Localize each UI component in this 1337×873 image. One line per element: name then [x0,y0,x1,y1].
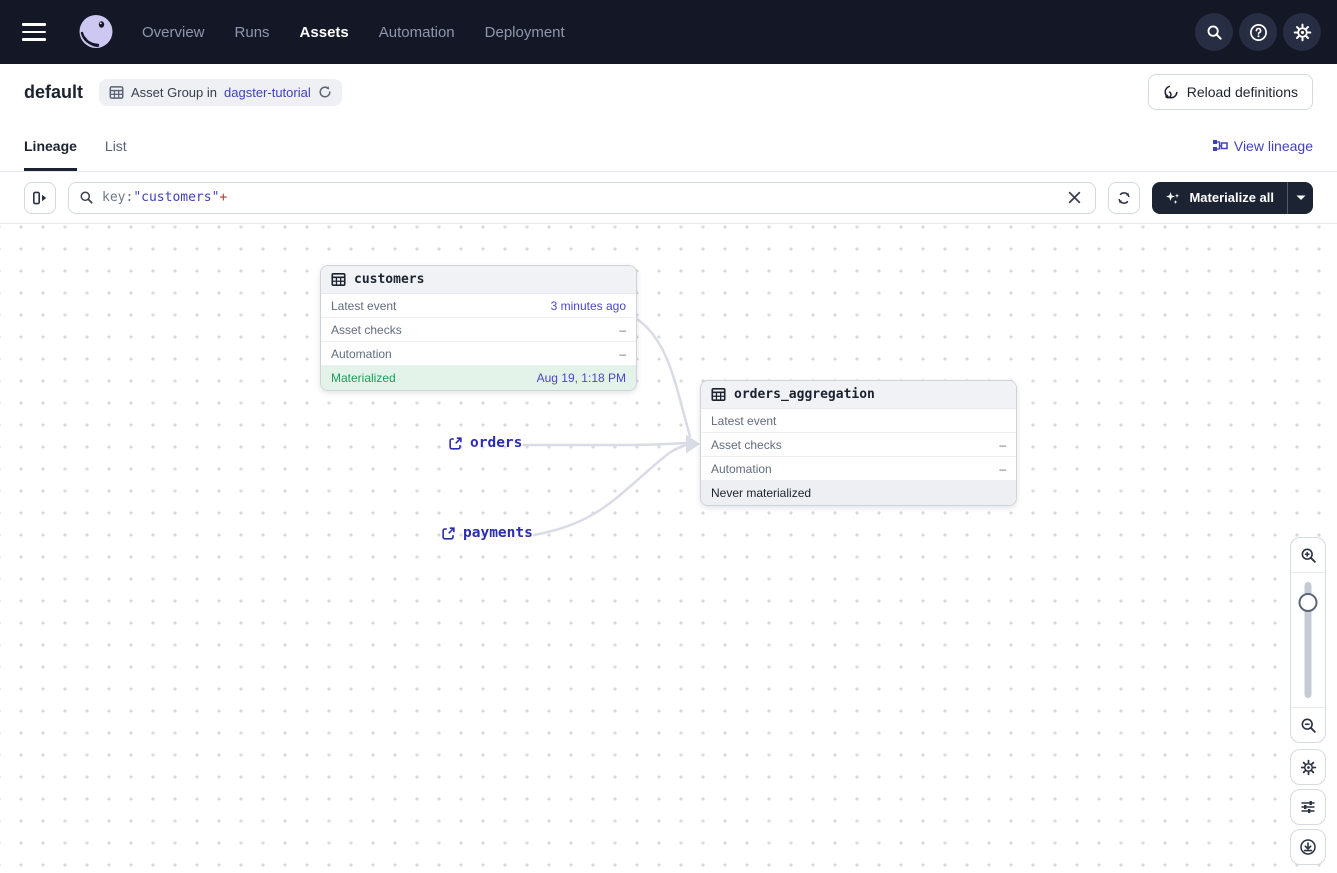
search-button[interactable] [1195,13,1233,51]
clear-search-button[interactable] [1063,187,1085,209]
tab-lineage[interactable]: Lineage [24,120,77,171]
zoom-slider-handle[interactable] [1298,593,1318,612]
menu-icon[interactable] [22,14,58,50]
asset-node-header[interactable]: customers [321,266,636,294]
asset-row-checks: Asset checks – [701,433,1016,457]
external-link-icon [449,436,462,450]
asset-status-row: Materialized Aug 19, 1:18 PM [321,366,636,390]
asset-search-input[interactable]: key:"customers"+ [68,181,1097,214]
download-graph-button[interactable] [1290,829,1326,865]
asset-row-latest-event: Latest event [701,409,1016,433]
lineage-canvas[interactable]: customers Latest event 3 minutes ago Ass… [0,224,1337,873]
asset-group-badge-text: Asset Group in [131,84,218,100]
asset-row-automation: Automation – [321,342,636,366]
gear-icon [1293,23,1311,41]
materialize-group: Materialize all [1152,181,1313,214]
status-timestamp-link[interactable]: Aug 19, 1:18 PM [536,371,626,385]
latest-event-link[interactable]: 3 minutes ago [550,298,626,313]
sparkle-icon [1166,191,1180,204]
search-icon [80,191,93,204]
code-location-link[interactable]: dagster-tutorial [224,84,311,100]
asset-node-customers[interactable]: customers Latest event 3 minutes ago Ass… [320,265,637,391]
tab-list[interactable]: List [104,137,127,154]
page-title: default [24,81,84,102]
refresh-icon [1118,191,1131,204]
external-asset-payments[interactable]: payments [441,525,533,541]
view-lineage-link[interactable]: View lineage [1212,120,1313,171]
external-asset-label: orders [470,435,523,451]
materialize-all-label: Materialize all [1189,190,1274,205]
graph-controls [1290,537,1326,869]
sliders-icon [1301,801,1315,813]
zoom-control-group [1290,537,1326,743]
toggle-sidebar-button[interactable] [24,181,56,214]
asset-row-checks: Asset checks – [321,318,636,342]
nav-item-automation[interactable]: Automation [378,23,455,41]
asset-name: customers [354,272,425,287]
asset-node-header[interactable]: orders_aggregation [701,381,1016,409]
status-label: Materialized [331,371,396,385]
tabs-row: Lineage List View lineage [0,120,1337,172]
zoom-slider[interactable] [1291,572,1325,708]
asset-row-latest-event: Latest event 3 minutes ago [321,294,636,318]
edge-arrowhead [686,434,700,454]
status-label: Never materialized [711,486,812,500]
zoom-out-button[interactable] [1291,708,1325,742]
asset-name: orders_aggregation [734,387,875,402]
primary-nav: Overview Runs Assets Automation Deployme… [142,24,565,41]
asset-group-badge: Asset Group in dagster-tutorial [99,78,342,106]
table-icon [711,388,726,401]
reload-icon [1164,85,1178,99]
graph-filters-button[interactable] [1290,789,1326,825]
help-button[interactable] [1239,13,1277,51]
zoom-slider-track [1304,582,1312,698]
panel-expand-icon [32,191,47,204]
query-key: key: [102,190,134,205]
zoom-in-button[interactable] [1291,538,1325,572]
graph-toolbar: key:"customers"+ Materialize all [0,172,1337,224]
nav-item-assets[interactable]: Assets [299,23,349,41]
lineage-graph-icon [1212,139,1228,151]
query-value: "customers" [133,190,220,205]
close-icon [1068,191,1081,204]
top-nav: Overview Runs Assets Automation Deployme… [0,0,1337,64]
asset-row-automation: Automation – [701,457,1016,481]
view-lineage-label: View lineage [1233,137,1313,154]
dagster-logo-icon[interactable] [76,12,116,52]
external-link-icon [442,526,455,540]
gear-icon [1300,759,1316,775]
external-asset-orders[interactable]: orders [448,435,522,451]
reload-definitions-label: Reload definitions [1186,84,1298,100]
help-icon [1249,23,1267,41]
materialize-all-button[interactable]: Materialize all [1152,182,1287,214]
asset-status-row: Never materialized [701,481,1016,505]
zoom-in-icon [1301,548,1316,563]
refresh-graph-button[interactable] [1108,181,1141,214]
download-icon [1300,839,1316,855]
table-icon [109,85,124,99]
lineage-edges [522,317,700,537]
graph-settings-button[interactable] [1290,749,1326,785]
user-settings-button[interactable] [1283,13,1321,51]
search-icon [1207,25,1222,40]
search-query: key:"customers"+ [102,190,227,205]
nav-item-overview[interactable]: Overview [142,23,205,41]
reload-definitions-button[interactable]: Reload definitions [1147,74,1313,110]
reload-location-icon[interactable] [318,85,332,99]
query-operator: + [219,190,228,205]
table-icon [331,273,346,286]
materialize-options-button[interactable] [1287,181,1313,214]
page-header: default Asset Group in dagster-tutorial … [0,64,1337,120]
nav-item-deployment[interactable]: Deployment [484,23,565,41]
asset-node-orders-aggregation[interactable]: orders_aggregation Latest event Asset ch… [700,380,1017,506]
chevron-down-icon [1296,195,1305,200]
external-asset-label: payments [463,525,533,541]
nav-item-runs[interactable]: Runs [234,23,270,41]
zoom-out-icon [1301,718,1316,733]
